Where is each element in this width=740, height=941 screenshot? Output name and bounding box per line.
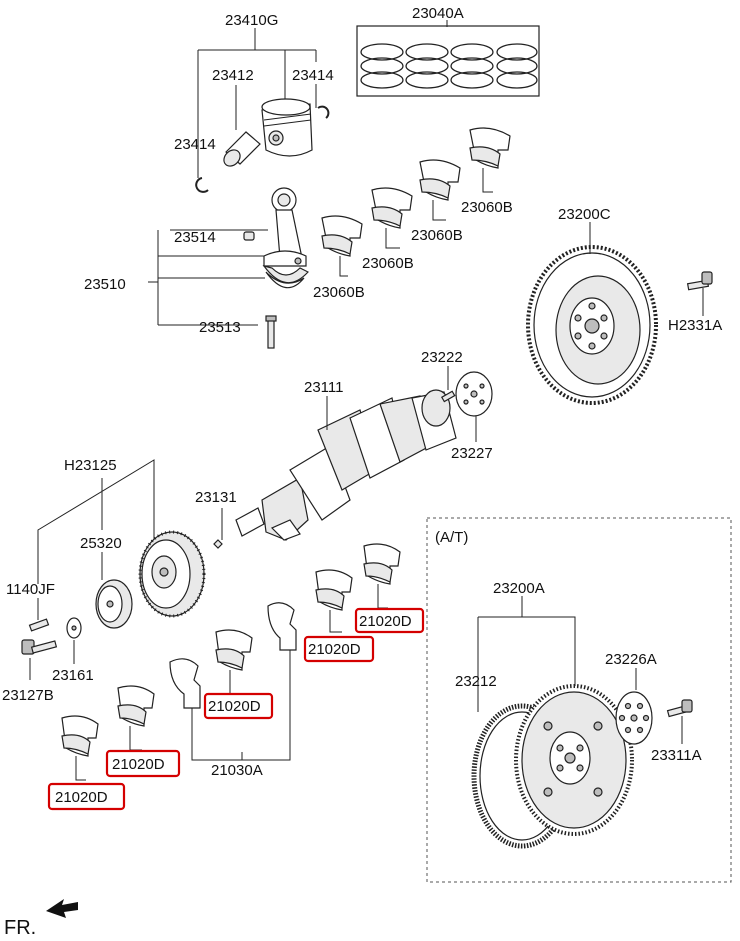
label-21020d-1: 21020D [359, 613, 412, 630]
highlight-box [105, 749, 181, 778]
crank-key [213, 539, 223, 549]
damper-pulley [138, 530, 206, 618]
label-h23125: H23125 [64, 457, 117, 474]
snap-ring-right [317, 105, 330, 119]
bearing-23060b [321, 127, 511, 257]
label-21030a: 21030A [211, 762, 263, 779]
label-23414-right: 23414 [292, 67, 334, 84]
flywheel-bolt [686, 271, 713, 291]
highlight-box [203, 692, 274, 720]
label-21020d-3: 21020D [208, 698, 261, 715]
connecting-rod [263, 187, 307, 267]
hub [95, 579, 133, 629]
piston-pin [223, 131, 261, 167]
label-23060b-1: 23060B [461, 199, 513, 216]
highlight-box [354, 607, 425, 634]
thrust-washer [169, 602, 297, 709]
label-23060b-3: 23060B [362, 255, 414, 272]
label-23513: 23513 [199, 319, 241, 336]
label-23060b-2: 23060B [411, 227, 463, 244]
label-23161: 23161 [52, 667, 94, 684]
crankshaft [235, 389, 457, 541]
label-1140jf: 1140JF [6, 581, 55, 598]
rod-nut [243, 231, 255, 241]
crank-sensor-wheel [455, 371, 493, 417]
label-23127b: 23127B [2, 687, 54, 704]
at-section-frame [426, 517, 732, 883]
washer [66, 617, 82, 639]
snap-ring-left [195, 177, 209, 193]
label-23040a: 23040A [412, 5, 464, 22]
flywheel [526, 245, 658, 405]
pulley-bolt [21, 639, 58, 655]
label-h2331a: H2331A [668, 317, 722, 334]
piston-ring-set [356, 25, 540, 97]
label-23111: 23111 [304, 379, 344, 396]
piston [261, 98, 313, 157]
label-23514: 23514 [174, 229, 216, 246]
label-23311a: 23311A [651, 747, 702, 764]
label-at: (A/T) [435, 529, 468, 546]
label-21020d-5: 21020D [55, 789, 108, 806]
rod-bolt [265, 315, 277, 349]
drive-plate [514, 684, 634, 836]
main-bearing [61, 543, 401, 757]
label-23227: 23227 [451, 445, 493, 462]
label-23200c: 23200C [558, 206, 611, 223]
label-23414-left: 23414 [174, 136, 216, 153]
highlight-box [303, 635, 375, 663]
label-23226a: 23226A [605, 651, 657, 668]
front-arrow-icon [46, 899, 78, 918]
dowel-pin [440, 390, 456, 403]
highlight-box [47, 782, 126, 811]
adapter-plate [615, 691, 653, 745]
label-23510: 23510 [84, 276, 126, 293]
drive-plate-bolt [666, 699, 693, 718]
label-25320: 25320 [80, 535, 122, 552]
label-21020d-2: 21020D [308, 641, 361, 658]
label-23410g: 23410G [225, 12, 278, 29]
label-23200a: 23200A [493, 580, 545, 597]
label-23412: 23412 [212, 67, 254, 84]
label-21020d-4: 21020D [112, 756, 165, 773]
label-23060b-4: 23060B [313, 284, 365, 301]
label-23131: 23131 [195, 489, 237, 506]
label-23222: 23222 [421, 349, 463, 366]
label-fr: FR. [4, 917, 36, 939]
connecting-rod-cap [262, 265, 309, 289]
pulley-bolt-small [28, 618, 50, 632]
label-23212: 23212 [455, 673, 497, 690]
